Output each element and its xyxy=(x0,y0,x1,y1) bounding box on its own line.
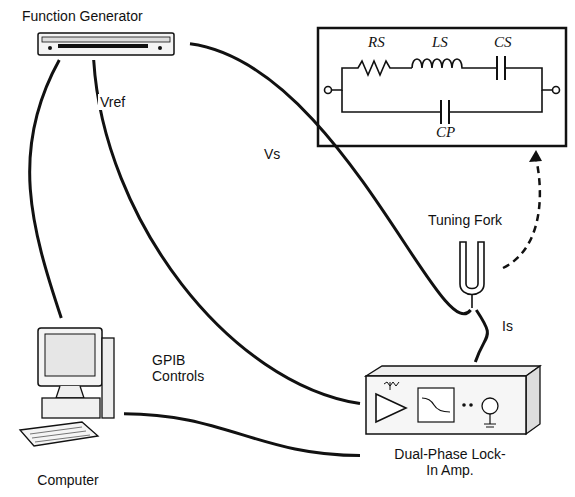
computer: Computer xyxy=(12,318,124,492)
device-label: Function Generator xyxy=(22,8,188,24)
signal-wire xyxy=(190,44,471,314)
tuning-fork: Tuning Fork xyxy=(418,212,512,310)
device-label: Tuning Fork xyxy=(418,212,512,228)
lock-in-amplifier: Dual-Phase Lock-In Amp. xyxy=(360,362,546,492)
wire-path xyxy=(124,414,360,456)
signal-wire xyxy=(124,414,360,456)
signal-name: Vs xyxy=(262,146,282,162)
signal-name: GPIB Controls xyxy=(150,352,216,384)
signal-wire xyxy=(475,310,487,362)
component-label: LS xyxy=(432,34,448,51)
component-label: CS xyxy=(494,34,512,51)
signal-wire xyxy=(30,60,62,318)
component-label: CP xyxy=(436,124,455,141)
signal-wire xyxy=(94,60,360,404)
device-label: Computer xyxy=(12,472,124,488)
wire-path xyxy=(190,44,471,314)
computer-drawing xyxy=(12,318,124,492)
signal-name: Vref xyxy=(98,94,127,110)
wire-path xyxy=(30,60,62,318)
device-label: Dual-Phase Lock-In Amp. xyxy=(390,446,510,478)
wire-path xyxy=(475,310,487,362)
signal-name: Is xyxy=(500,318,515,334)
component-label: RS xyxy=(368,34,385,51)
function-generator: Function Generator xyxy=(18,6,190,60)
wire-path xyxy=(94,60,360,404)
